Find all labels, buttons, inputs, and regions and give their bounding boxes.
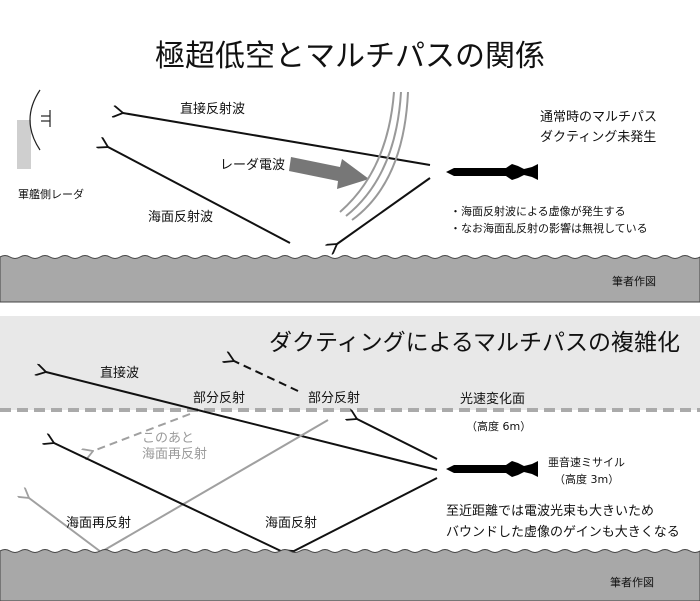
- radar-wave-arrow: [289, 157, 369, 189]
- antenna-icon: [41, 110, 51, 127]
- later-line-2: 海面再反射: [142, 446, 207, 462]
- layer-label: 光速変化面: [460, 391, 525, 407]
- missile-label: 亜音速ミサイル: [548, 455, 625, 469]
- partial-reflection-label-1: 部分反射: [193, 390, 245, 406]
- missile-height: （高度 3m）: [554, 472, 619, 486]
- note-1: ・海面反射波による虚像が発生する: [450, 204, 626, 218]
- note-1: 至近距離では電波光束も大きいため: [446, 504, 654, 519]
- state-line-1: 通常時のマルチパス: [540, 110, 657, 125]
- missile-to-sea-arrow: [294, 477, 438, 551]
- credit: 筆者作図: [612, 274, 656, 288]
- top-title: 極超低空とマルチパスの関係: [155, 39, 545, 74]
- missile-to-sea-arrow: [337, 177, 431, 244]
- duct-air-layer: [0, 316, 700, 410]
- bottom-panel: ダクティングによるマルチパスの複雑化 直接波 部分反射 部分反射 このあと 海面…: [0, 316, 700, 601]
- sea-rereflection-arrow: [29, 498, 102, 553]
- partial-reflection-escape-arrow: [234, 361, 299, 392]
- partial-reflection-label-2: 部分反射: [308, 390, 360, 406]
- top-panel: 極超低空とマルチパスの関係 軍艦側レーダ 直接反射波 海面反射波 レーダ電波 通…: [0, 39, 700, 303]
- sea-surface: [0, 255, 700, 303]
- credit: 筆者作図: [610, 575, 654, 589]
- sea-reflection-arrow: [54, 443, 284, 553]
- direct-wave-arrow: [46, 372, 438, 471]
- note-2: ・なお海面乱反射の影響は無視している: [450, 221, 648, 235]
- direct-wave-label: 直接波: [100, 365, 139, 381]
- layer-reflection-line: [100, 419, 329, 553]
- radar-wave-label: レーダ電波: [220, 158, 285, 173]
- later-rereflection-arrow: [93, 413, 191, 451]
- sea-reflection-label: 海面反射: [265, 515, 317, 531]
- bottom-title: ダクティングによるマルチパスの複雑化: [269, 330, 680, 356]
- later-line-1: このあと: [142, 431, 194, 446]
- radar-label: 軍艦側レーダ: [18, 187, 84, 201]
- wavefront-arcs: [339, 91, 409, 221]
- missile-icon: [446, 164, 538, 180]
- state-line-2: ダクティング未発生: [540, 130, 656, 145]
- layer-height: （高度 6m）: [466, 419, 531, 433]
- direct-reflection-label: 直接反射波: [180, 101, 245, 117]
- radar-dish-icon: [29, 89, 41, 151]
- sea-reflection-arrow: [108, 147, 291, 244]
- sea-surface: [0, 549, 700, 601]
- note-2: バウンドした虚像のゲインも大きくなる: [446, 525, 680, 540]
- layer-incident-arrow: [357, 419, 438, 460]
- sea-reflection-label: 海面反射波: [148, 209, 213, 225]
- missile-icon: [446, 461, 538, 477]
- sea-rereflection-label: 海面再反射: [66, 515, 131, 531]
- ship-radar-mast: [17, 120, 31, 169]
